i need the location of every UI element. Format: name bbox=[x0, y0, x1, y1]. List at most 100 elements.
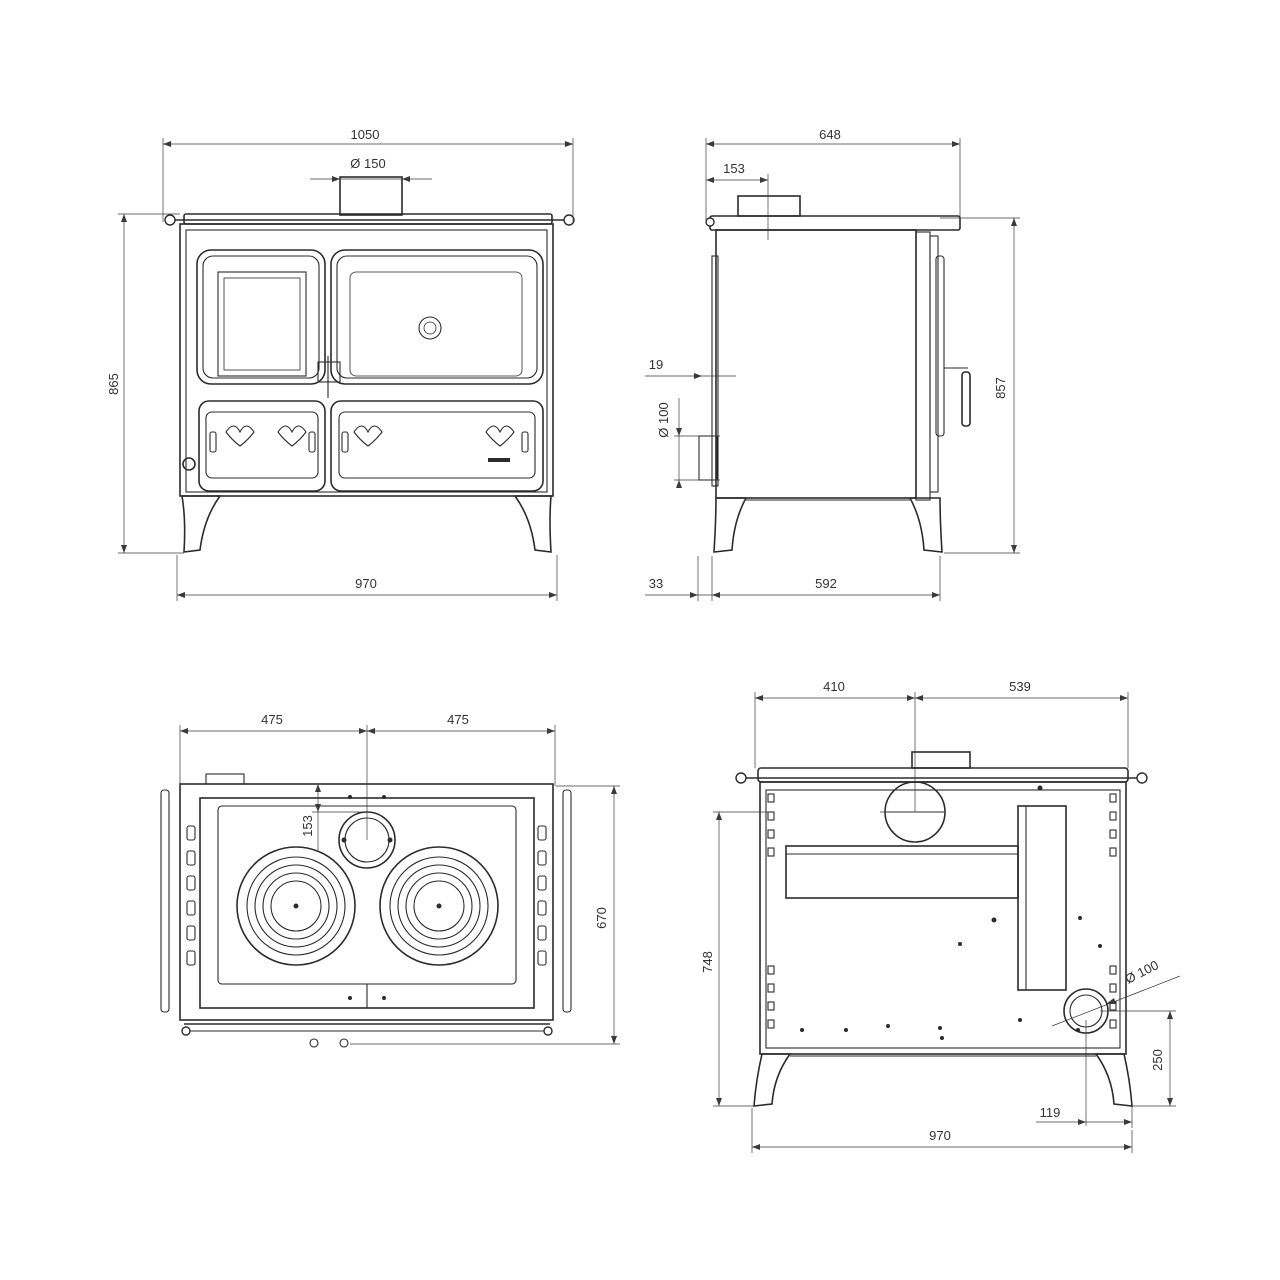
top-rail-right bbox=[562, 789, 572, 1013]
rear-outlet-height-label: 250 bbox=[1150, 1049, 1165, 1071]
top-screw bbox=[348, 795, 352, 799]
oven-door-panel bbox=[349, 271, 523, 377]
side-back-panel bbox=[711, 255, 719, 487]
brand-plate bbox=[488, 458, 510, 462]
rear-bolts bbox=[800, 785, 1102, 1040]
top-rail-knob bbox=[543, 1026, 553, 1036]
front-width-label: 1050 bbox=[351, 127, 380, 142]
top-half-left-label: 475 bbox=[261, 712, 283, 727]
side-leg-front bbox=[908, 497, 943, 553]
hotplate-right bbox=[379, 846, 499, 966]
rear-panel bbox=[765, 789, 1121, 1049]
ash-drawer-left bbox=[198, 400, 326, 492]
front-base-width-label: 970 bbox=[355, 576, 377, 591]
side-door-hinge bbox=[935, 255, 945, 437]
firebox-door-inner bbox=[202, 255, 320, 379]
drawer-pull-icon bbox=[521, 431, 529, 453]
front-rail-knob-left bbox=[164, 214, 176, 226]
side-body bbox=[715, 229, 917, 499]
knob-icon bbox=[339, 1038, 349, 1048]
rear-flue-left-label: 410 bbox=[823, 679, 845, 694]
drawer-pull-icon bbox=[209, 431, 217, 453]
side-dimensions bbox=[645, 138, 1020, 601]
oven-door bbox=[330, 249, 544, 385]
side-top-plate bbox=[709, 215, 961, 231]
rear-rail-knob-left bbox=[735, 772, 747, 784]
top-rail-knob bbox=[181, 1026, 191, 1036]
front-flue-diameter-label: Ø 150 bbox=[350, 156, 385, 171]
top-screw bbox=[348, 996, 352, 1000]
thermometer-icon bbox=[418, 316, 442, 340]
rear-base-width-label: 970 bbox=[929, 1128, 951, 1143]
ornament-icon bbox=[225, 425, 515, 447]
side-flue-pipe bbox=[737, 195, 801, 217]
rear-height-label: 748 bbox=[700, 951, 715, 973]
rear-vertical-duct bbox=[1017, 805, 1067, 991]
side-door-profile bbox=[915, 231, 931, 501]
oven-door-inner bbox=[336, 255, 538, 379]
side-pipe-offset-label: 19 bbox=[649, 357, 663, 372]
top-rail-left bbox=[160, 789, 170, 1013]
side-rail-knob bbox=[705, 217, 715, 227]
side-leg-rear bbox=[713, 497, 748, 553]
drawer-pull-icon bbox=[341, 431, 349, 453]
hotplate-left bbox=[236, 846, 356, 966]
side-pipe-diameter-label: Ø 100 bbox=[656, 402, 671, 437]
top-flue-bolt bbox=[341, 837, 347, 843]
side-door-front bbox=[929, 235, 939, 493]
ash-drawer-left-panel bbox=[205, 411, 319, 479]
rear-dimensions bbox=[713, 692, 1181, 1153]
side-depth-label: 648 bbox=[819, 127, 841, 142]
front-rail-knob-right bbox=[563, 214, 575, 226]
door-handle-icon bbox=[317, 361, 341, 383]
top-vent-slots-left bbox=[186, 825, 196, 966]
air-control-knob-icon bbox=[182, 457, 196, 471]
top-flue-bolt bbox=[387, 837, 393, 843]
front-dimensions bbox=[118, 138, 574, 601]
rear-vent-slots-right bbox=[1109, 793, 1117, 1029]
side-view bbox=[698, 195, 971, 553]
front-leg-right bbox=[513, 495, 552, 553]
firebox-window bbox=[217, 271, 307, 377]
front-view bbox=[164, 176, 575, 553]
rear-outlet-diameter-label: Ø 100 bbox=[1123, 957, 1161, 986]
rear-rail-knob-right bbox=[1136, 772, 1148, 784]
rear-flue-right-label: 539 bbox=[1009, 679, 1031, 694]
top-half-right-label: 475 bbox=[447, 712, 469, 727]
rear-flue-pipe bbox=[911, 751, 971, 769]
rear-outlet-offset-label: 119 bbox=[1040, 1105, 1061, 1120]
top-vent-slots-right bbox=[537, 825, 547, 966]
rear-leg-right bbox=[1094, 1053, 1133, 1107]
drawer-pull-icon bbox=[308, 431, 316, 453]
rear-leg-left bbox=[753, 1053, 792, 1107]
side-base-depth-label: 592 bbox=[815, 576, 837, 591]
rear-vent-slots-left bbox=[767, 793, 775, 1029]
top-body bbox=[179, 783, 554, 1021]
top-screw bbox=[382, 795, 386, 799]
rear-body bbox=[759, 781, 1127, 1055]
storage-drawer bbox=[330, 400, 544, 492]
storage-drawer-panel bbox=[338, 411, 536, 479]
front-body-inner bbox=[185, 229, 548, 493]
rear-top-plate bbox=[757, 767, 1129, 783]
thermometer-dial bbox=[423, 321, 437, 335]
top-view bbox=[160, 773, 572, 1048]
knob-icon bbox=[309, 1038, 319, 1048]
firebox-door bbox=[196, 249, 326, 385]
side-rear-outlet bbox=[698, 435, 718, 481]
top-depth-label: 670 bbox=[594, 907, 609, 929]
front-leg-left bbox=[181, 495, 222, 553]
side-flue-offset-label: 153 bbox=[723, 161, 745, 176]
firebox-window-glass bbox=[223, 277, 301, 371]
front-flue-pipe bbox=[339, 176, 403, 216]
top-flue-stub bbox=[205, 773, 245, 785]
side-front-offset-label: 33 bbox=[649, 576, 663, 591]
front-height-label: 865 bbox=[106, 373, 121, 395]
top-flue-offset-label: 153 bbox=[300, 815, 315, 837]
rear-view bbox=[735, 751, 1148, 1107]
top-dimensions bbox=[179, 725, 620, 1045]
side-height-label: 857 bbox=[993, 377, 1008, 399]
side-handle-icon bbox=[961, 371, 971, 427]
top-screw bbox=[382, 996, 386, 1000]
